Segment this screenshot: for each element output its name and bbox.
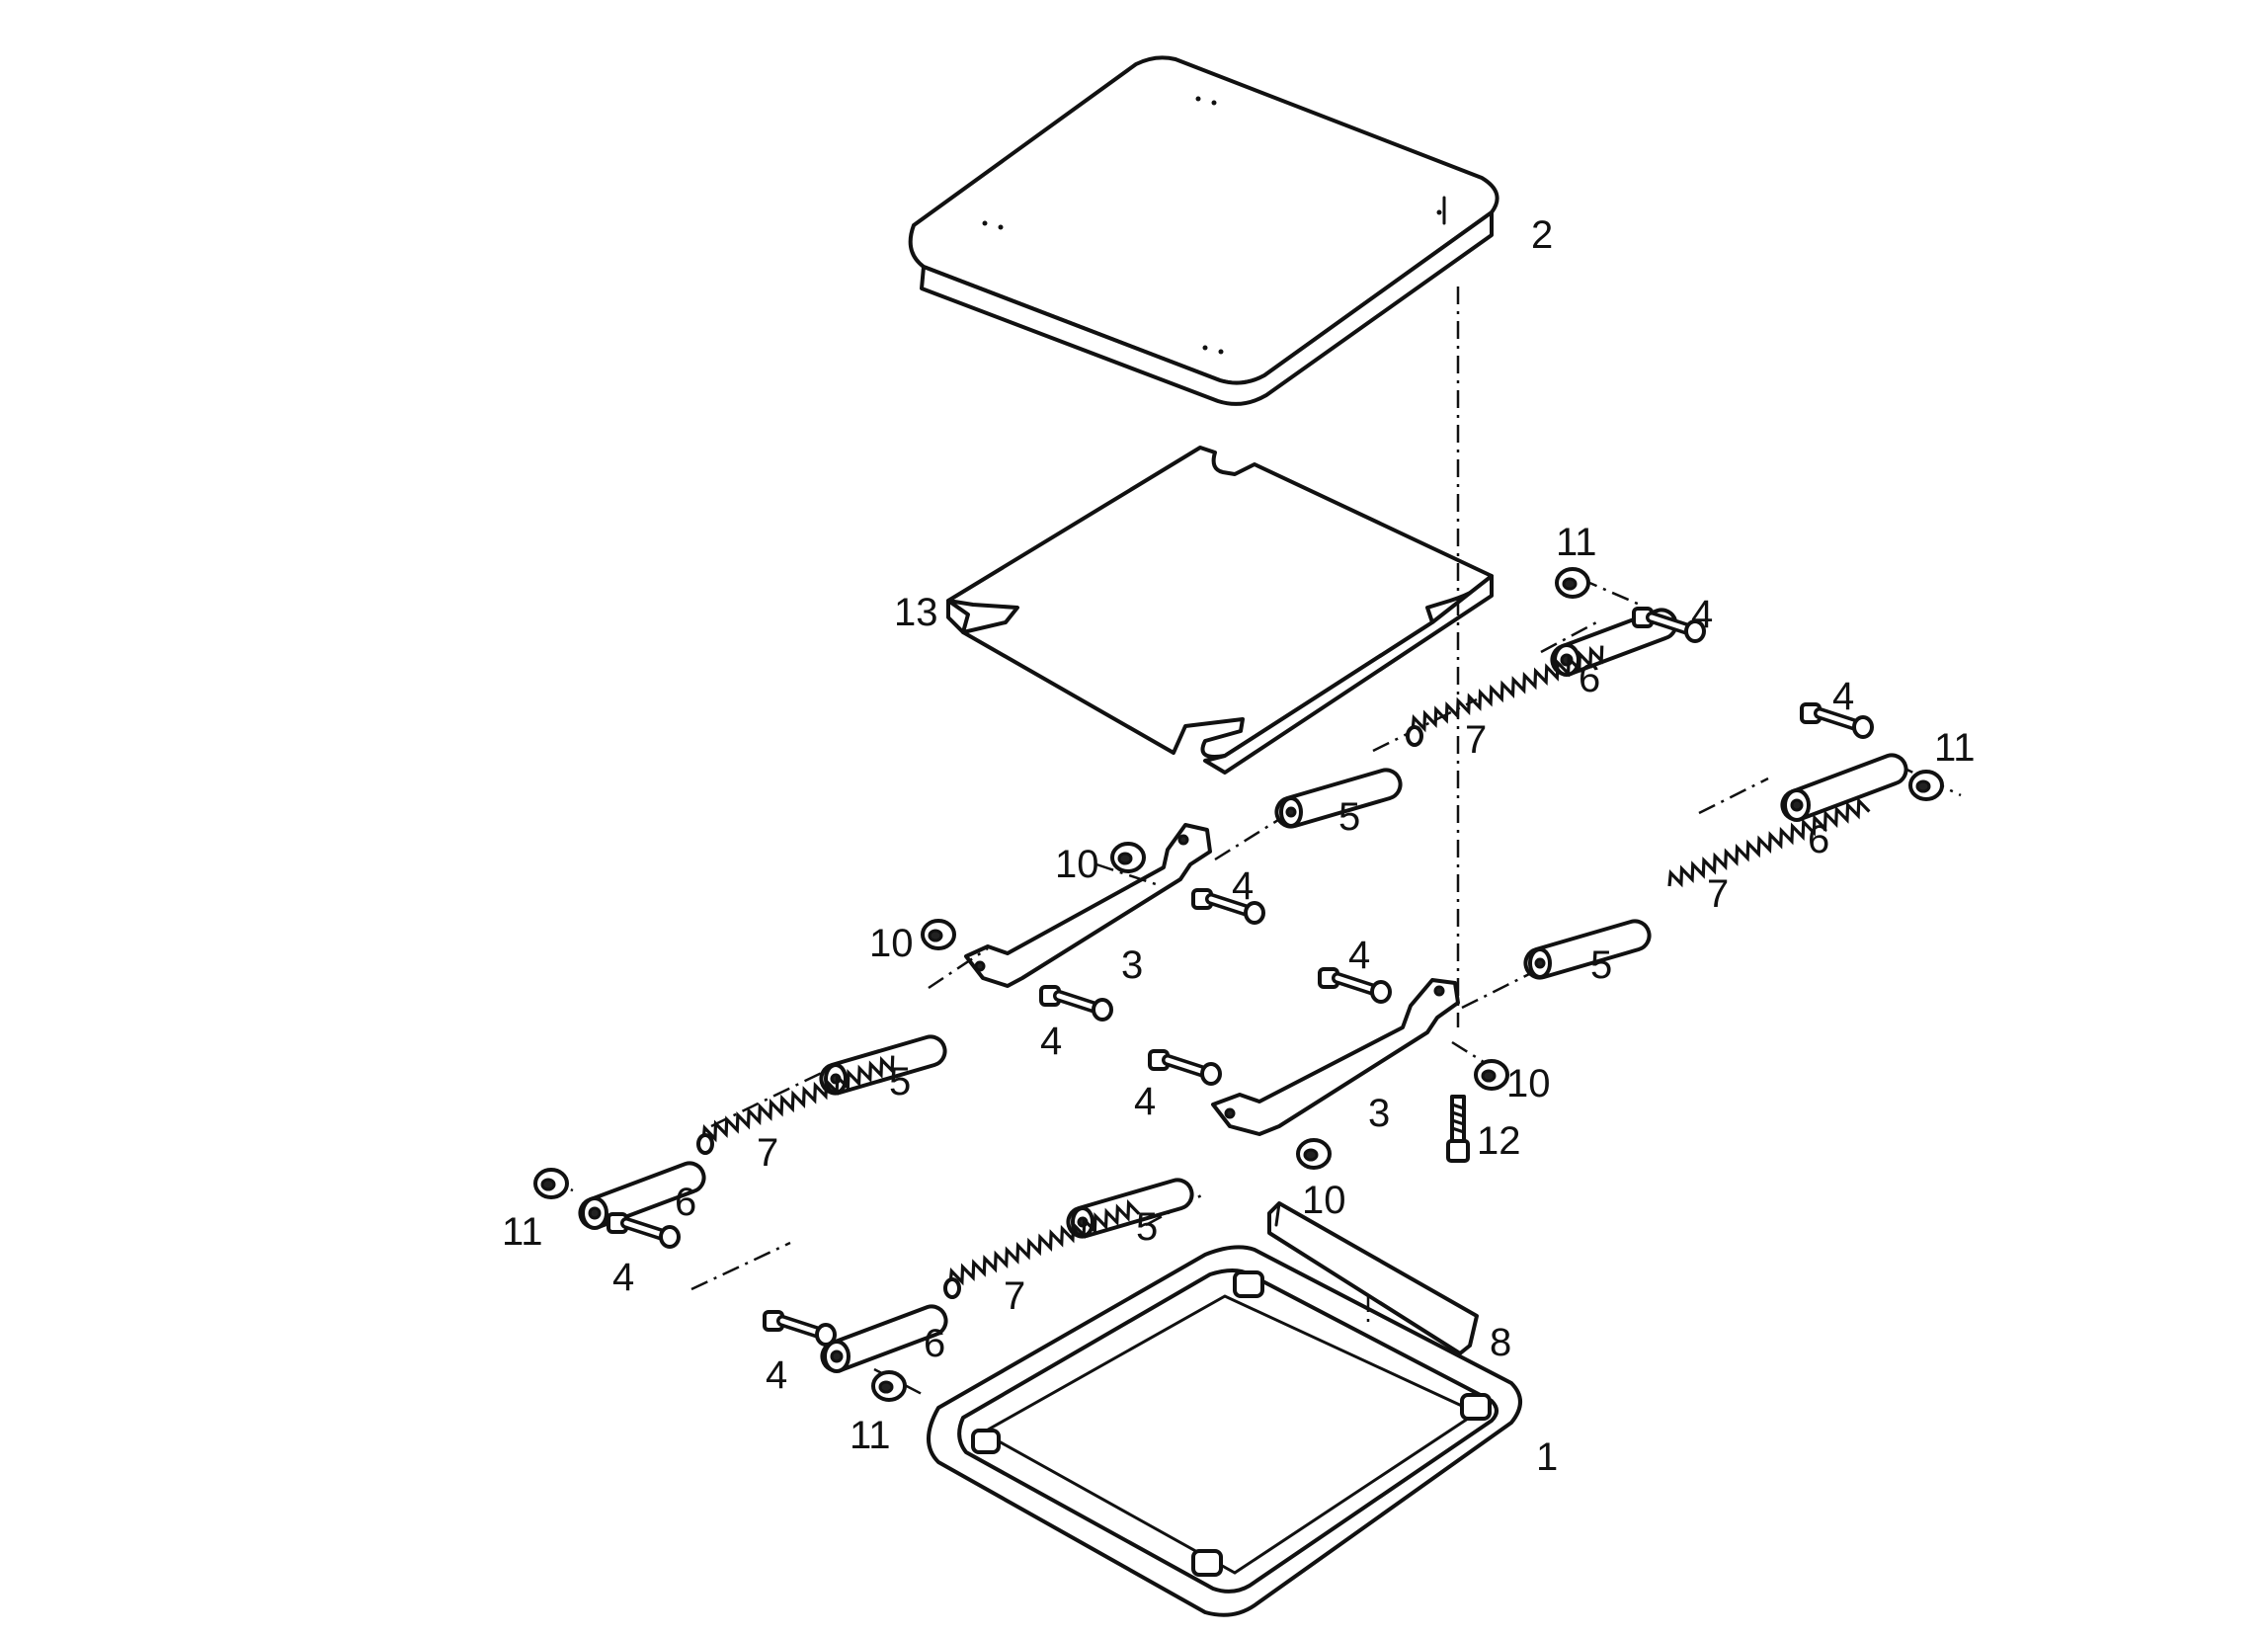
callout-5: 5: [889, 1060, 911, 1104]
callout-12: 12: [1477, 1119, 1521, 1163]
callout-13: 13: [894, 591, 938, 634]
callout-6: 6: [675, 1181, 696, 1224]
pin-part: [1150, 1051, 1220, 1084]
washer-part: [533, 1168, 569, 1199]
callout-5: 5: [1590, 943, 1612, 987]
callout-4: 4: [612, 1256, 634, 1299]
callout-3-lower: 3: [1368, 1092, 1390, 1135]
callout-5: 5: [1136, 1205, 1158, 1249]
tube-part: [1066, 1178, 1194, 1239]
trim-strip-part: [1267, 1201, 1479, 1355]
spring-part: [1406, 645, 1604, 747]
pin-part: [608, 1214, 679, 1247]
tube-part: [1523, 919, 1652, 980]
callout-8: 8: [1490, 1321, 1511, 1364]
callout-7: 7: [1004, 1274, 1025, 1318]
spring-part: [943, 1199, 1141, 1299]
callout-5: 5: [1338, 795, 1360, 839]
callout-6: 6: [1808, 818, 1829, 861]
callout-4: 4: [1232, 864, 1254, 908]
spring-part: [696, 1055, 895, 1155]
washer-part: [1474, 1059, 1509, 1091]
washer-part: [871, 1370, 907, 1402]
callout-3-upper: 3: [1121, 943, 1143, 987]
callout-6: 6: [1579, 657, 1600, 700]
callout-11: 11: [1934, 726, 1976, 770]
bracket-upper-part: [964, 823, 1212, 988]
pin-part: [765, 1312, 835, 1345]
spring-part: [1667, 796, 1871, 888]
callout-4: 4: [1040, 1020, 1062, 1063]
callout-6: 6: [924, 1322, 945, 1365]
callout-10: 10: [1055, 843, 1099, 886]
pin-part: [1041, 987, 1111, 1020]
callout-4: 4: [766, 1353, 787, 1397]
callout-7: 7: [1707, 872, 1729, 916]
washer-part: [1908, 770, 1944, 801]
seat-cushion-part: [908, 55, 1499, 406]
callout-4: 4: [1134, 1080, 1156, 1123]
tube-part: [819, 1034, 947, 1096]
bolt-part: [1446, 1095, 1470, 1163]
callout-4: 4: [1691, 593, 1713, 636]
callout-10: 10: [1302, 1179, 1346, 1222]
callout-10: 10: [869, 922, 914, 965]
callout-11: 11: [850, 1414, 891, 1457]
callout-10: 10: [1506, 1062, 1551, 1105]
seat-pad-part: [946, 446, 1494, 775]
bracket-lower-part: [1211, 978, 1460, 1136]
sleeve-part: [1780, 753, 1908, 822]
callout-11: 11: [1556, 521, 1597, 564]
callout-4: 4: [1832, 675, 1854, 718]
base-frame-part: [927, 1245, 1522, 1617]
washer-part: [1110, 842, 1146, 873]
washer-part: [1296, 1138, 1332, 1170]
callout-11: 11: [502, 1210, 543, 1254]
callout-4: 4: [1348, 934, 1370, 977]
callout-1: 1: [1536, 1435, 1558, 1479]
callout-2: 2: [1531, 213, 1553, 257]
washer-part: [1555, 567, 1590, 599]
washer-part: [921, 919, 956, 950]
callout-7: 7: [1465, 718, 1487, 762]
callout-7: 7: [757, 1131, 778, 1175]
